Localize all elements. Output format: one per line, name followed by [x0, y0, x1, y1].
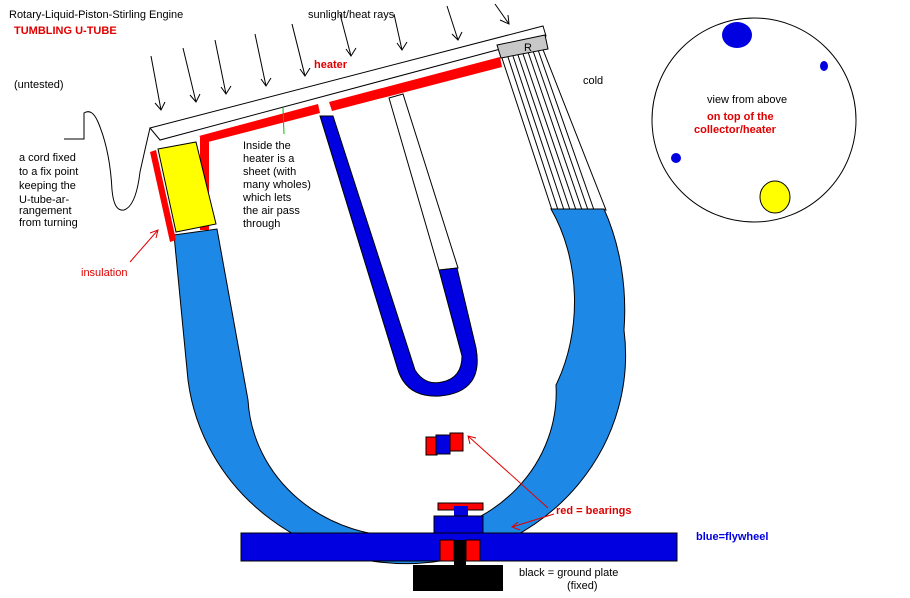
cord-note: a cord fixed to a fix point keeping the … [19, 152, 81, 229]
heater-note-pointer [282, 107, 285, 135]
upper-bearing [425, 432, 464, 456]
inner-u-tube [319, 93, 478, 397]
bearing-arrow-lower [511, 513, 555, 531]
top-view-inset: view from above on top of the collector/… [651, 17, 857, 223]
top-view-cold-dot [722, 22, 752, 48]
flywheel-label: blue=flywheel [696, 531, 768, 543]
shaft-joint [433, 502, 484, 534]
subtitle: TUMBLING U-TUBE [14, 25, 117, 37]
sunlight-label: sunlight/heat rays [308, 9, 395, 21]
regenerator-label: R [524, 42, 532, 54]
top-view-circle [651, 17, 857, 223]
title: Rotary-Liquid-Piston-Stirling Engine [9, 9, 183, 21]
heater-note: Inside the heater is a sheet (with many … [242, 140, 314, 230]
bearing-arrow-upper [467, 435, 549, 509]
lower-bearing [439, 539, 481, 566]
heater-label: heater [314, 59, 348, 71]
cold-label: cold [583, 75, 603, 87]
cooling-fins: R [496, 34, 607, 211]
insulation-arrow [129, 229, 159, 263]
untested-note: (untested) [14, 79, 64, 91]
regenerator-box [496, 34, 549, 59]
cord [64, 111, 151, 211]
top-view-small-dot-left [671, 153, 681, 163]
sunlight-rays [150, 3, 510, 111]
bearings-label: red = bearings [556, 505, 632, 517]
top-view-hot-dot [759, 180, 791, 214]
hot-zone [157, 141, 217, 233]
ground-plate [413, 565, 503, 591]
insulation-label: insulation [81, 267, 127, 279]
top-view-small-dot-right [820, 61, 828, 71]
insulation-strip [150, 150, 176, 242]
ground-label: black = ground plate (fixed) [519, 567, 621, 592]
top-view-subheading: on top of the collector/heater [694, 111, 777, 136]
top-view-heading: view from above [707, 94, 787, 106]
